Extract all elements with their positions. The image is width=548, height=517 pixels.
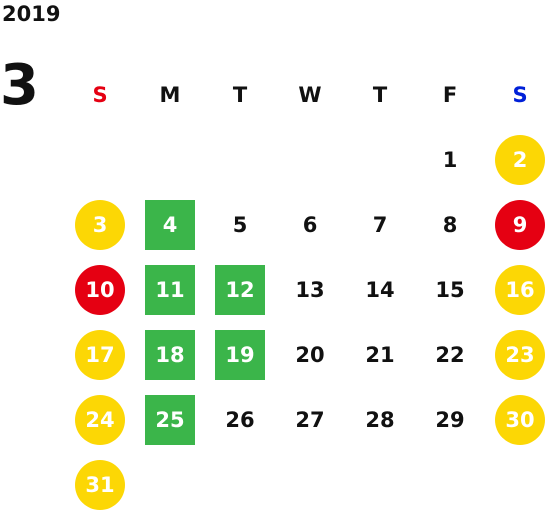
day-17-yellow-marker: 17 [75,329,125,380]
day-12-green-marker: 12 [215,264,265,315]
day-10-red-marker: 10 [75,264,125,315]
day-16-yellow-marker: 16 [495,264,545,315]
day-22: 22 [435,342,465,367]
weekday-header-tue: T [232,82,248,107]
day-cell[interactable]: 22 [415,322,485,387]
day-18-green-marker: 18 [145,329,195,380]
day-cell[interactable]: 25 [135,387,205,452]
day-cell[interactable]: 7 [345,192,415,257]
day-cell[interactable]: 11 [135,257,205,322]
day-cell[interactable]: 12 [205,257,275,322]
empty-cell [135,127,205,192]
month-number: 3 [0,53,39,118]
year-label: 2019 [2,2,61,26]
day-cell[interactable]: 16 [485,257,548,322]
empty-cell [65,127,135,192]
day-1: 1 [442,147,458,172]
day-cell[interactable]: 2 [485,127,548,192]
day-cell[interactable]: 14 [345,257,415,322]
day-3-yellow-marker: 3 [75,199,125,250]
day-28: 28 [365,407,395,432]
day-5: 5 [232,212,248,237]
weekday-header-sun: S [92,82,108,107]
day-cell[interactable]: 21 [345,322,415,387]
day-29: 29 [435,407,465,432]
empty-cell [275,127,345,192]
day-21: 21 [365,342,395,367]
day-27: 27 [295,407,325,432]
day-cell[interactable]: 10 [65,257,135,322]
empty-cell [345,127,415,192]
day-11-green-marker: 11 [145,264,195,315]
day-cell[interactable]: 26 [205,387,275,452]
day-cell[interactable]: 9 [485,192,548,257]
weekday-header-mon: M [159,82,181,107]
day-9-red-marker: 9 [495,199,545,250]
day-cell[interactable]: 6 [275,192,345,257]
day-cell[interactable]: 18 [135,322,205,387]
day-13: 13 [295,277,325,302]
weekday-header-wed: W [298,82,322,107]
day-cell[interactable]: 27 [275,387,345,452]
day-19-green-marker: 19 [215,329,265,380]
day-2-yellow-marker: 2 [495,134,545,185]
day-cell[interactable]: 8 [415,192,485,257]
day-cell[interactable]: 1 [415,127,485,192]
weekday-header-fri: F [442,82,458,107]
weekday-header-thu: T [372,82,388,107]
day-cell[interactable]: 31 [65,452,135,517]
day-cell[interactable]: 29 [415,387,485,452]
day-14: 14 [365,277,395,302]
day-6: 6 [302,212,318,237]
day-20: 20 [295,342,325,367]
day-cell[interactable]: 5 [205,192,275,257]
empty-cell [205,127,275,192]
day-15: 15 [435,277,465,302]
day-cell[interactable]: 3 [65,192,135,257]
day-cell[interactable]: 13 [275,257,345,322]
day-cell[interactable]: 28 [345,387,415,452]
day-31-yellow-marker: 31 [75,459,125,510]
weekday-header-sat: S [512,82,528,107]
day-cell[interactable]: 24 [65,387,135,452]
day-cell[interactable]: 4 [135,192,205,257]
day-cell[interactable]: 19 [205,322,275,387]
day-cell[interactable]: 30 [485,387,548,452]
day-23-yellow-marker: 23 [495,329,545,380]
day-cell[interactable]: 20 [275,322,345,387]
day-30-yellow-marker: 30 [495,394,545,445]
day-7: 7 [372,212,388,237]
day-cell[interactable]: 15 [415,257,485,322]
day-cell[interactable]: 23 [485,322,548,387]
day-24-yellow-marker: 24 [75,394,125,445]
day-25-green-marker: 25 [145,394,195,445]
day-cell[interactable]: 17 [65,322,135,387]
day-26: 26 [225,407,255,432]
day-8: 8 [442,212,458,237]
day-4-green-marker: 4 [145,199,195,250]
